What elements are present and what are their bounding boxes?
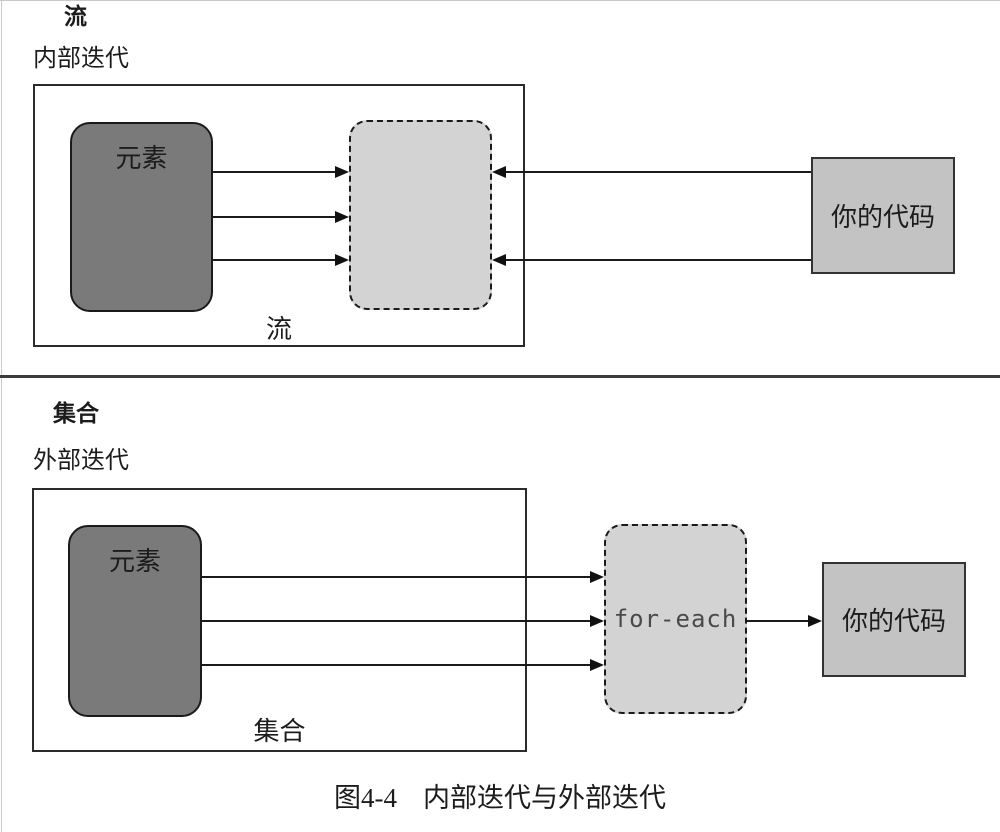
foreach-to-code-arrowhead: [808, 615, 822, 627]
stream-element-box: 元素: [70, 122, 213, 312]
stream-pipeline-box: [349, 120, 492, 310]
stream-subheading: 内部迭代: [33, 46, 129, 72]
element-to-stream-arrow-line: [213, 216, 337, 218]
collection-code-box: 你的代码: [822, 562, 966, 677]
page-edge-top-line: [0, 0, 1000, 1]
element-to-foreach-arrow-line: [202, 620, 592, 622]
stream-code-label: 你的代码: [830, 203, 935, 232]
foreach-label: for-each: [613, 605, 738, 633]
code-to-stream-arrow-line: [504, 171, 811, 173]
element-to-stream-arrowhead: [335, 254, 349, 266]
element-to-foreach-arrowhead: [590, 615, 604, 627]
element-to-stream-arrow-line: [213, 259, 337, 261]
collection-container-label: 集合: [253, 717, 306, 746]
code-to-stream-arrowhead: [492, 254, 506, 266]
section-divider: [0, 375, 1000, 378]
element-to-foreach-arrowhead: [590, 659, 604, 671]
stream-element-label: 元素: [115, 144, 168, 173]
figure-caption-number: 图4-4: [334, 783, 397, 813]
element-to-stream-arrowhead: [335, 166, 349, 178]
figure-caption-title: 内部迭代与外部迭代: [423, 783, 666, 813]
collection-subheading: 外部迭代: [33, 448, 129, 474]
element-to-foreach-arrowhead: [590, 571, 604, 583]
stream-heading: 流: [64, 3, 87, 29]
collection-element-label: 元素: [108, 547, 161, 576]
element-to-stream-arrowhead: [335, 211, 349, 223]
collection-heading: 集合: [53, 400, 99, 426]
element-to-foreach-arrow-line: [202, 664, 592, 666]
figure-caption: 图4-4 内部迭代与外部迭代: [0, 776, 1000, 815]
code-to-stream-arrow-line: [504, 259, 811, 261]
element-to-foreach-arrow-line: [202, 576, 592, 578]
stream-container-label: 流: [265, 315, 292, 344]
foreach-to-code-arrow-line: [747, 620, 810, 622]
collection-element-box: 元素: [68, 525, 202, 717]
foreach-box: for-each: [604, 524, 747, 714]
code-to-stream-arrowhead: [492, 166, 506, 178]
collection-code-label: 你的代码: [841, 607, 946, 636]
stream-code-box: 你的代码: [811, 157, 955, 274]
page-edge-left-line: [1, 0, 2, 832]
element-to-stream-arrow-line: [213, 171, 337, 173]
